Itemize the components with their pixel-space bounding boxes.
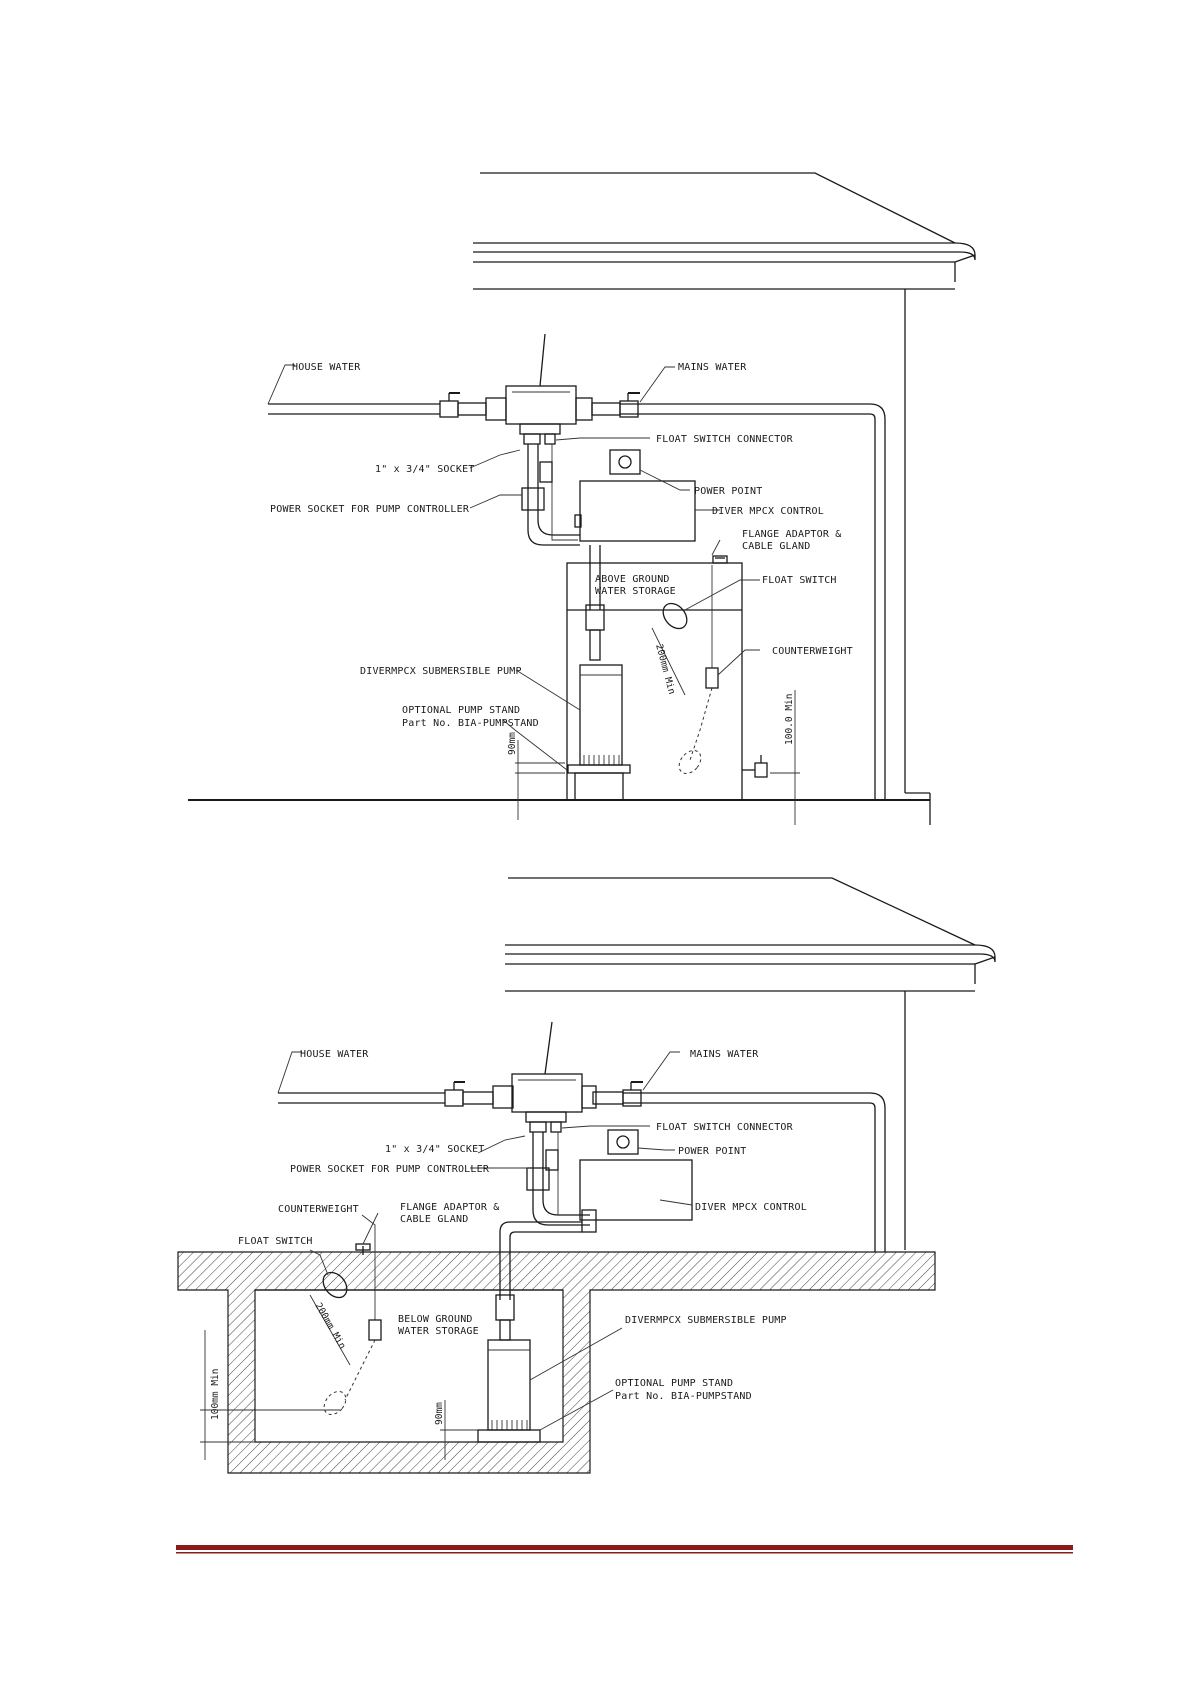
house-valve-2 bbox=[444, 1081, 494, 1107]
label-flange-2b: CABLE GLAND bbox=[400, 1214, 468, 1225]
label-dim-float-2: 200mm Min bbox=[312, 1301, 347, 1351]
riser-pipe bbox=[521, 444, 605, 661]
label-counterweight-2: COUNTERWEIGHT bbox=[278, 1204, 359, 1215]
label-house-water: HOUSE WATER bbox=[292, 362, 361, 373]
dimension-lines bbox=[515, 627, 800, 825]
label-counterweight: COUNTERWEIGHT bbox=[772, 646, 853, 657]
label-socket: 1" x 3/4" SOCKET bbox=[375, 464, 475, 475]
label-stand-2: Part No. BIA-PUMPSTAND bbox=[402, 718, 539, 729]
label-float-switch-connector-2: FLOAT SWITCH CONNECTOR bbox=[656, 1122, 794, 1133]
label-float-switch-connector: FLOAT SWITCH CONNECTOR bbox=[656, 434, 794, 445]
house-structure-2 bbox=[505, 877, 996, 1250]
diver-control-box-2 bbox=[579, 1159, 693, 1221]
footer-rule bbox=[176, 1545, 1073, 1554]
house-water-pipe bbox=[268, 403, 440, 415]
label-dim-float: 200mm Min bbox=[653, 643, 677, 696]
below-ground-diagram: HOUSE WATER MAINS WATER FLOAT SWITCH CON… bbox=[177, 877, 996, 1474]
house-structure bbox=[188, 172, 976, 825]
label-power-point: POWER POINT bbox=[694, 486, 762, 497]
pump-grille bbox=[583, 755, 620, 765]
label-stand-2a: OPTIONAL PUMP STAND bbox=[615, 1378, 733, 1389]
label-flange-1: FLANGE ADAPTOR & bbox=[742, 529, 842, 540]
label-dim-stand-2: 90mm bbox=[434, 1402, 445, 1425]
label-dim-min-2: 100mm Min bbox=[210, 1369, 221, 1420]
pump-controller-unit-2 bbox=[492, 1021, 597, 1133]
label-dim-tap: 100.0 Min bbox=[784, 694, 795, 745]
label-control: DIVER MPCX CONTROL bbox=[712, 506, 824, 517]
house-valve bbox=[439, 392, 487, 418]
label-dim-stand: 90mm bbox=[507, 732, 518, 755]
leader-lines-2 bbox=[277, 1051, 693, 1431]
label-control-2: DIVER MPCX CONTROL bbox=[695, 1202, 807, 1213]
label-power-socket: POWER SOCKET FOR PUMP CONTROLLER bbox=[270, 504, 470, 515]
pump-controller-unit bbox=[485, 333, 593, 445]
label-storage-2b: WATER STORAGE bbox=[398, 1326, 479, 1337]
label-float-switch-2: FLOAT SWITCH bbox=[238, 1236, 313, 1247]
mains-valve-2 bbox=[592, 1081, 643, 1107]
above-ground-tank bbox=[566, 555, 768, 801]
mains-water-pipe bbox=[620, 403, 886, 800]
label-flange-2: CABLE GLAND bbox=[742, 541, 810, 552]
dimension-lines-2 bbox=[200, 1294, 478, 1460]
label-storage-2: WATER STORAGE bbox=[595, 586, 676, 597]
label-stand-2b: Part No. BIA-PUMPSTAND bbox=[615, 1391, 752, 1402]
label-mains-water: MAINS WATER bbox=[678, 362, 747, 373]
label-flange-2a: FLANGE ADAPTOR & bbox=[400, 1202, 500, 1213]
above-ground-diagram: HOUSE WATER MAINS WATER FLOAT SWITCH CON… bbox=[188, 172, 976, 825]
diver-control-box bbox=[579, 480, 696, 542]
label-pump-2: DIVERMPCX SUBMERSIBLE PUMP bbox=[625, 1315, 787, 1326]
power-point-2 bbox=[607, 1129, 639, 1155]
label-power-point-2: POWER POINT bbox=[678, 1146, 746, 1157]
below-ground-float bbox=[322, 1243, 382, 1416]
power-point bbox=[609, 449, 641, 475]
label-socket-2: 1" x 3/4" SOCKET bbox=[385, 1144, 485, 1155]
ground-slab bbox=[177, 1251, 936, 1474]
mains-water-pipe-2 bbox=[623, 1092, 886, 1252]
label-power-socket-2: POWER SOCKET FOR PUMP CONTROLLER bbox=[290, 1164, 490, 1175]
label-float-switch: FLOAT SWITCH bbox=[762, 575, 837, 586]
below-ground-pump bbox=[477, 1339, 541, 1443]
label-house-water-2: HOUSE WATER bbox=[300, 1049, 369, 1060]
label-mains-water-2: MAINS WATER bbox=[690, 1049, 759, 1060]
house-water-pipe-2 bbox=[278, 1092, 445, 1104]
leader-lines bbox=[267, 364, 760, 771]
label-pump: DIVERMPCX SUBMERSIBLE PUMP bbox=[360, 666, 522, 677]
label-storage-1: ABOVE GROUND bbox=[595, 574, 670, 585]
label-storage-2a: BELOW GROUND bbox=[398, 1314, 473, 1325]
label-stand-1: OPTIONAL PUMP STAND bbox=[402, 705, 520, 716]
